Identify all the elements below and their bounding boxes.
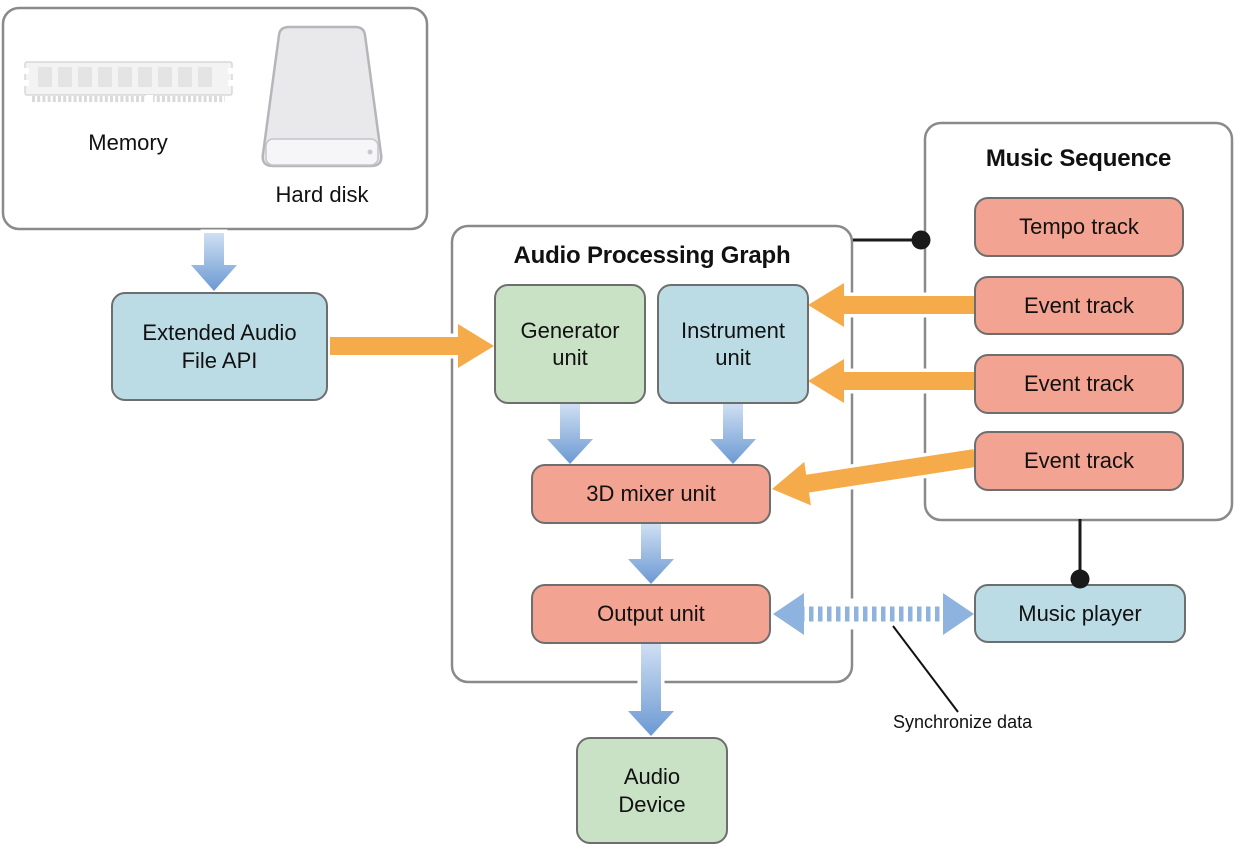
memory-ram-icon: [21, 61, 236, 104]
arrow-mixer-to-output: [620, 520, 682, 590]
event-track-label-1: Event track: [1023, 292, 1135, 318]
arrow-event-track3-to-mixer: [765, 445, 981, 512]
event-track-box-1: [974, 276, 1184, 335]
tempo-track-box: [974, 197, 1184, 257]
memory-label: Memory: [88, 130, 168, 156]
audio-device-label: Audio Device: [618, 764, 686, 817]
extended-audio-file-api-box: [111, 292, 328, 401]
audio-device-box: [576, 737, 728, 844]
arrow-instrument-to-mixer: [702, 400, 764, 470]
arrow-memory-to-extended-api: [183, 229, 245, 297]
output-unit-label: Output unit: [597, 601, 705, 627]
arrow-output-to-audio-device: [620, 640, 682, 742]
hard-disk-label: Hard disk: [275, 182, 369, 208]
music-sequence-title: Music Sequence: [985, 145, 1172, 172]
output-unit-box: [531, 584, 771, 644]
event-track-box-3: [974, 431, 1184, 491]
arrow-extended-api-to-generator: [326, 317, 501, 375]
instrument-unit-box: [657, 284, 809, 404]
music-player-label: Music player: [1018, 600, 1142, 626]
synchronize-data-label: Synchronize data: [893, 711, 1033, 732]
extended-audio-file-api-label: Extended Audio File API: [142, 320, 297, 373]
tempo-track-label: Tempo track: [1019, 214, 1139, 240]
connector-dot-player: [1070, 569, 1090, 589]
audio-processing-graph-title: Audio Processing Graph: [513, 242, 791, 269]
generator-unit-label: Generator unit: [520, 317, 620, 371]
arrow-event-track1-to-instrument: [801, 276, 979, 334]
synchronize-data-callout-line: [892, 625, 959, 713]
generator-unit-box: [494, 284, 646, 404]
event-track-box-2: [974, 354, 1184, 414]
connector-dot-sequence: [911, 230, 931, 250]
arrow-sync-output-music-player: [766, 584, 981, 644]
event-track-label-3: Event track: [1023, 448, 1135, 474]
instrument-unit-label: Instrument unit: [681, 317, 785, 371]
arrow-generator-to-mixer: [539, 400, 601, 470]
hard-disk-icon: [261, 25, 383, 168]
mixer-unit-box: [531, 464, 771, 524]
event-track-label-2: Event track: [1023, 371, 1135, 397]
mixer-unit-label: 3D mixer unit: [586, 481, 716, 507]
arrow-event-track2-to-instrument: [801, 352, 979, 410]
